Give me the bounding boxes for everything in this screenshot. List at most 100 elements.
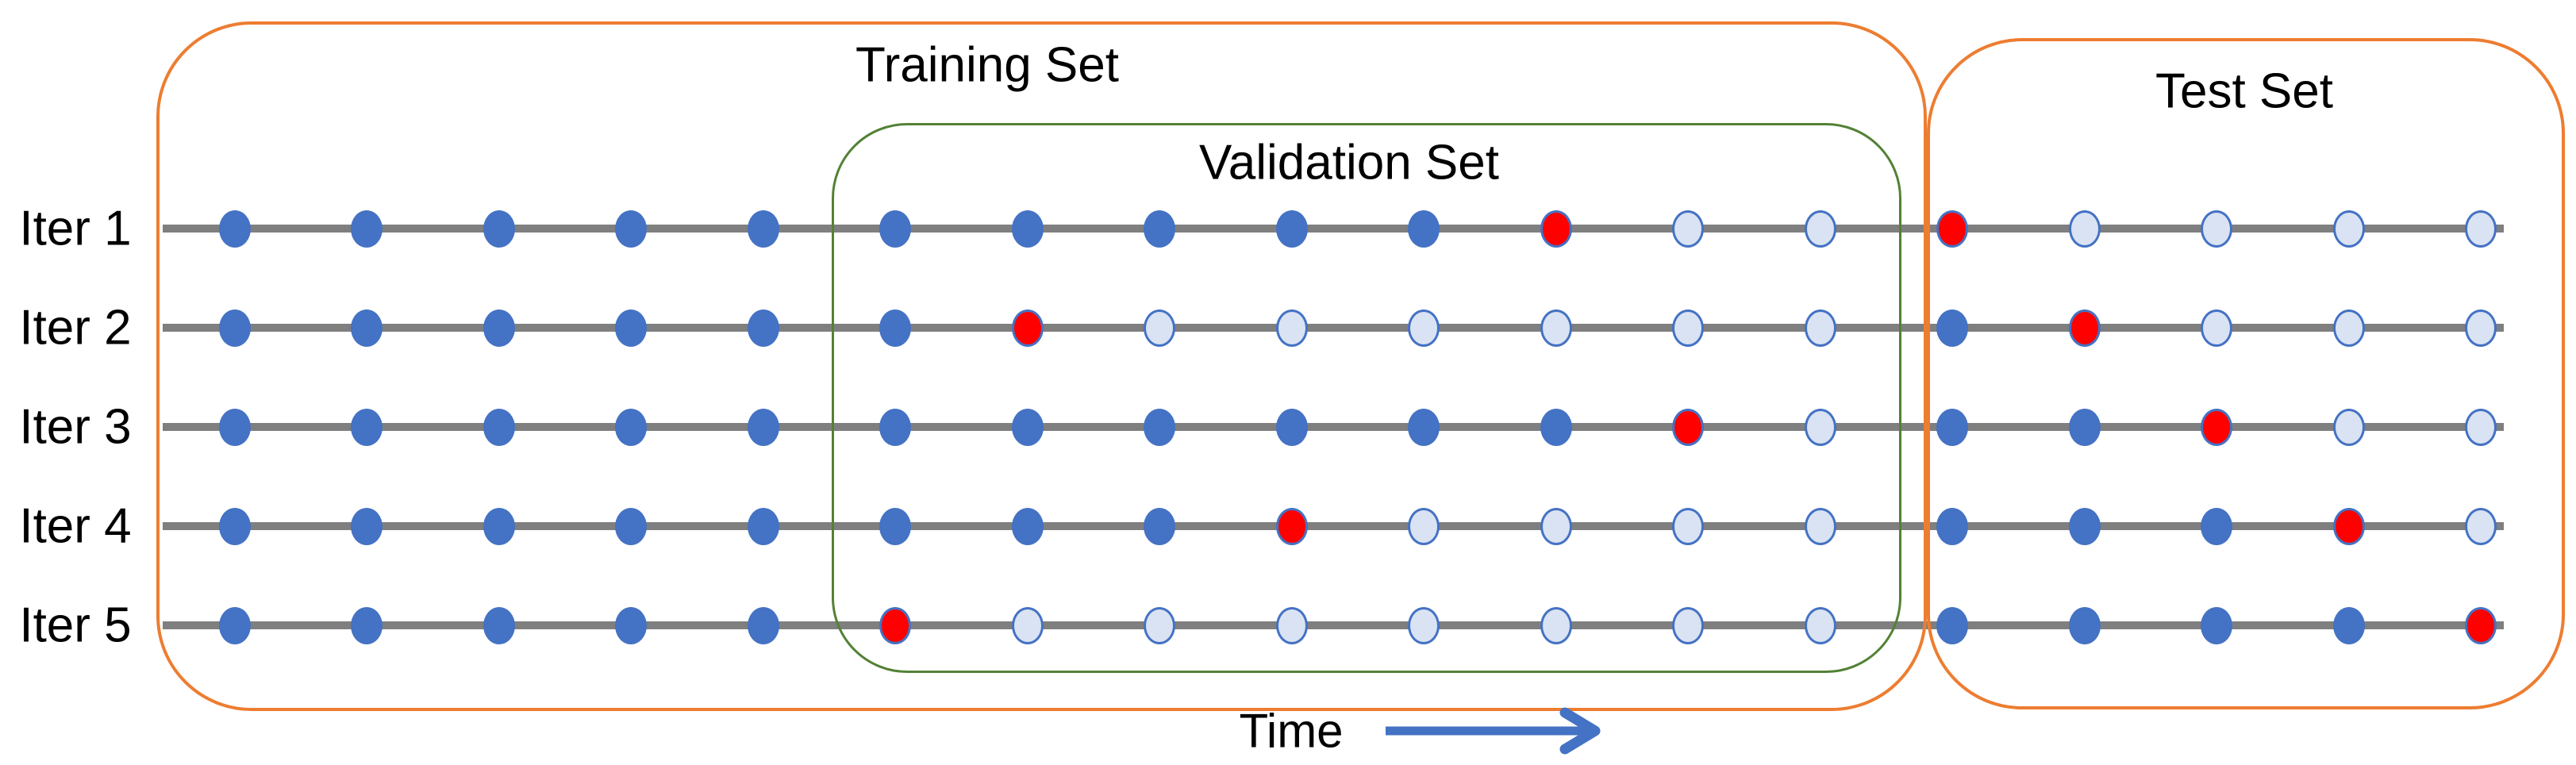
- train-dot: [2068, 408, 2101, 446]
- train-dot: [1011, 210, 1044, 248]
- unused-dot: [1540, 507, 1572, 545]
- unused-dot: [1804, 408, 1836, 446]
- unused-dot: [2332, 309, 2365, 347]
- split-dot: [1011, 309, 1044, 347]
- train-dot: [879, 309, 912, 347]
- unused-dot: [1408, 309, 1440, 347]
- train-dot: [219, 408, 251, 446]
- split-dot: [2068, 309, 2101, 347]
- time-axis-label: Time: [1239, 704, 1344, 758]
- train-dot: [483, 507, 515, 545]
- train-dot: [1936, 606, 1969, 644]
- train-dot: [2201, 507, 2233, 545]
- split-dot: [1275, 507, 1308, 545]
- train-dot: [2201, 606, 2233, 644]
- unused-dot: [1275, 606, 1308, 644]
- train-dot: [483, 210, 515, 248]
- timeline: [163, 621, 2504, 629]
- train-dot: [615, 408, 648, 446]
- train-dot: [1936, 309, 1969, 347]
- train-dot: [1936, 507, 1969, 545]
- unused-dot: [1540, 309, 1572, 347]
- test-set-box: [1927, 38, 2565, 709]
- split-dot: [1540, 210, 1572, 248]
- validation-set-label: Validation Set: [1199, 135, 1499, 190]
- train-dot: [351, 309, 383, 347]
- train-dot: [1275, 210, 1308, 248]
- unused-dot: [1144, 309, 1176, 347]
- unused-dot: [1804, 606, 1836, 644]
- train-dot: [351, 210, 383, 248]
- train-dot: [615, 210, 648, 248]
- train-dot: [879, 507, 912, 545]
- unused-dot: [1672, 210, 1705, 248]
- iteration-label: Iter 5: [19, 598, 132, 653]
- train-dot: [1936, 408, 1969, 446]
- split-dot: [1936, 210, 1969, 248]
- train-dot: [747, 309, 779, 347]
- train-dot: [615, 606, 648, 644]
- iteration-label: Iter 3: [19, 399, 132, 455]
- train-dot: [351, 507, 383, 545]
- iteration-label: Iter 4: [19, 498, 132, 554]
- train-dot: [2068, 606, 2101, 644]
- test-set-label: Test Set: [2155, 63, 2333, 119]
- unused-dot: [2464, 210, 2497, 248]
- train-dot: [615, 309, 648, 347]
- train-dot: [1408, 408, 1440, 446]
- iteration-label: Iter 2: [19, 300, 132, 356]
- train-dot: [2068, 507, 2101, 545]
- unused-dot: [1804, 507, 1836, 545]
- unused-dot: [1408, 606, 1440, 644]
- train-dot: [747, 210, 779, 248]
- train-dot: [1011, 408, 1044, 446]
- train-dot: [1011, 507, 1044, 545]
- train-dot: [615, 507, 648, 545]
- train-dot: [219, 309, 251, 347]
- train-dot: [219, 507, 251, 545]
- train-dot: [747, 507, 779, 545]
- unused-dot: [2332, 408, 2365, 446]
- train-dot: [1408, 210, 1440, 248]
- unused-dot: [2068, 210, 2101, 248]
- unused-dot: [2201, 210, 2233, 248]
- timeline: [163, 225, 2504, 233]
- unused-dot: [1540, 606, 1572, 644]
- unused-dot: [1144, 606, 1176, 644]
- train-dot: [219, 210, 251, 248]
- unused-dot: [1672, 606, 1705, 644]
- unused-dot: [1672, 507, 1705, 545]
- train-dot: [483, 309, 515, 347]
- train-dot: [1275, 408, 1308, 446]
- train-dot: [351, 606, 383, 644]
- train-dot: [879, 210, 912, 248]
- train-dot: [879, 408, 912, 446]
- train-dot: [219, 606, 251, 644]
- unused-dot: [2464, 309, 2497, 347]
- unused-dot: [1408, 507, 1440, 545]
- unused-dot: [1672, 309, 1705, 347]
- train-dot: [1144, 507, 1176, 545]
- iteration-label: Iter 1: [19, 201, 132, 256]
- training-set-label: Training Set: [855, 37, 1119, 93]
- split-dot: [879, 606, 912, 644]
- split-dot: [1672, 408, 1705, 446]
- unused-dot: [2332, 210, 2365, 248]
- train-dot: [1144, 210, 1176, 248]
- unused-dot: [1275, 309, 1308, 347]
- train-dot: [747, 408, 779, 446]
- validation-set-box: [832, 123, 1901, 673]
- split-dot: [2332, 507, 2365, 545]
- unused-dot: [2201, 309, 2233, 347]
- unused-dot: [1804, 309, 1836, 347]
- unused-dot: [1011, 606, 1044, 644]
- training-set-box: [156, 21, 1927, 711]
- split-dot: [2201, 408, 2233, 446]
- unused-dot: [2464, 408, 2497, 446]
- train-dot: [1144, 408, 1176, 446]
- train-dot: [351, 408, 383, 446]
- train-dot: [1540, 408, 1572, 446]
- train-dot: [747, 606, 779, 644]
- timeline: [163, 522, 2504, 530]
